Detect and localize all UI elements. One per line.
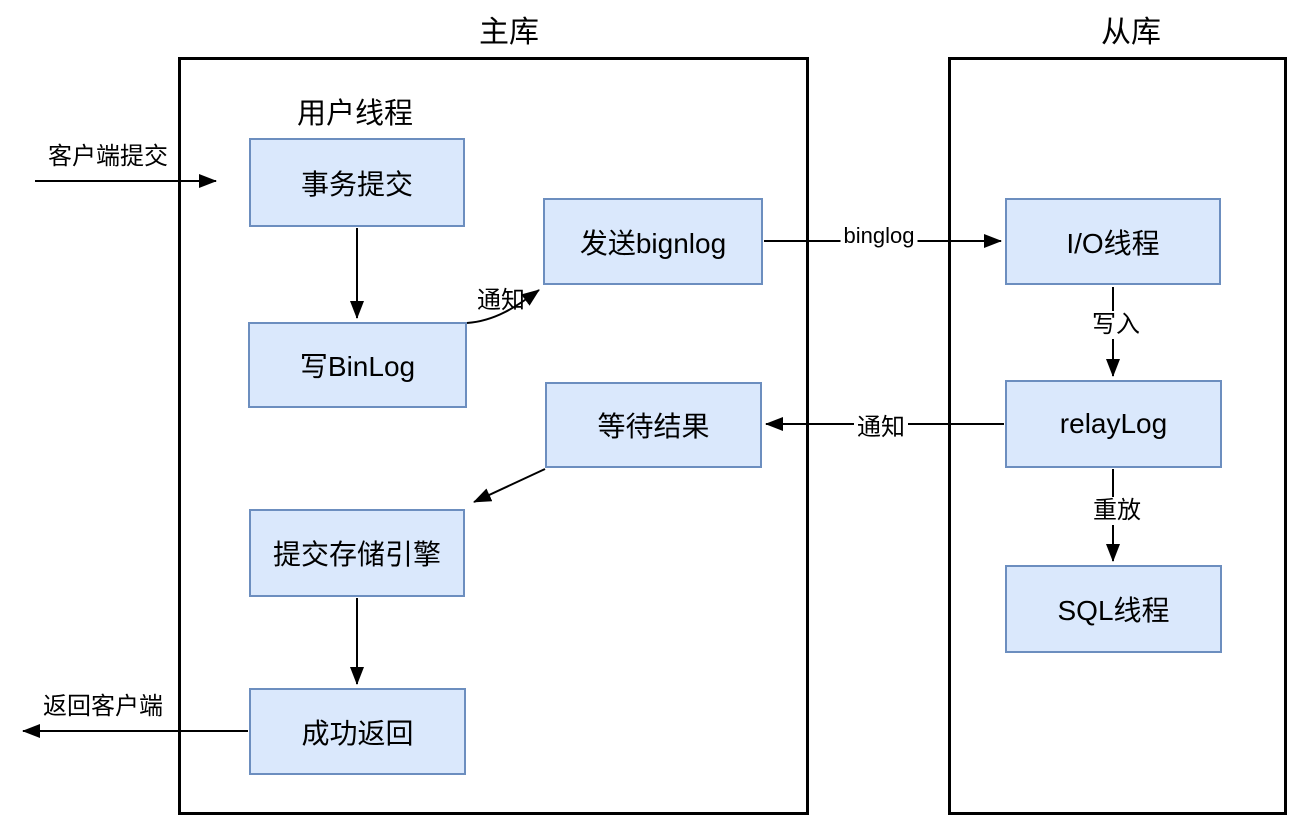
edge-label-notify-wait: 通知 <box>854 414 908 442</box>
edge-label-binglog: binglog <box>840 222 918 250</box>
user-thread-label: 用户线程 <box>296 98 413 130</box>
slave-db-title: 从库 <box>1101 16 1161 49</box>
node-commit-storage-engine: 提交存储引擎 <box>249 509 465 597</box>
node-write-binlog: 写BinLog <box>248 322 467 408</box>
arrow-wait-to-storage-engine <box>473 468 546 503</box>
node-io-thread: I/O线程 <box>1005 198 1221 285</box>
arrow-notify-send-binlog <box>466 289 540 324</box>
edge-label-client-submit: 客户端提交 <box>48 143 168 170</box>
edge-label-replay: 重放 <box>1090 497 1144 525</box>
master-db-title: 主库 <box>479 16 539 49</box>
edge-label-return-client: 返回客户端 <box>43 693 163 720</box>
node-transaction-commit: 事务提交 <box>249 138 465 227</box>
edge-label-notify-send: 通知 <box>477 287 525 314</box>
node-wait-result: 等待结果 <box>545 382 762 468</box>
node-send-binlog: 发送bignlog <box>543 198 763 285</box>
node-success-return: 成功返回 <box>249 688 466 775</box>
node-sql-thread: SQL线程 <box>1005 565 1222 653</box>
node-relay-log: relayLog <box>1005 380 1222 468</box>
edge-label-write-in: 写入 <box>1089 311 1143 339</box>
